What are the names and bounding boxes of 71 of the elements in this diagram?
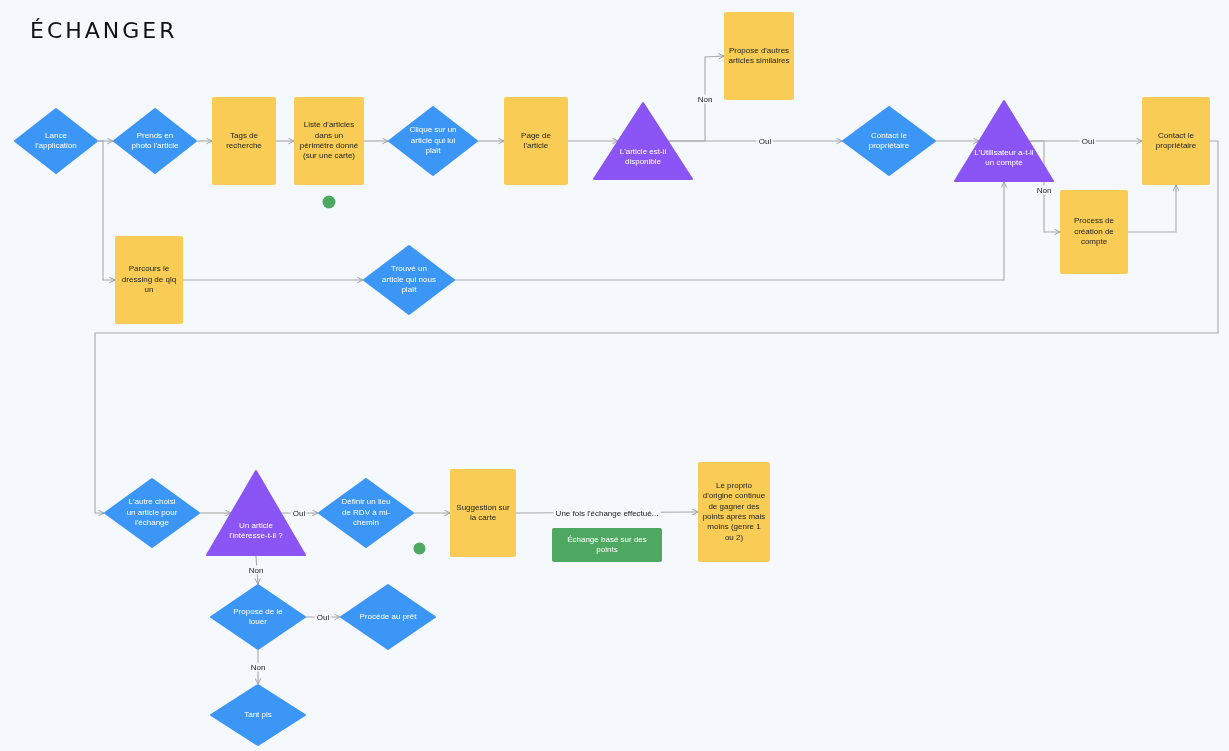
connector-arrow xyxy=(567,137,619,145)
decision-diamond xyxy=(104,478,200,548)
status-dot xyxy=(322,195,336,209)
connector-arrow xyxy=(454,181,1008,281)
decision-diamond xyxy=(388,106,478,176)
connector-arrow xyxy=(935,137,980,145)
node-label: Un article l'intéresse-t-il ? xyxy=(228,520,284,542)
connector-arrow xyxy=(94,140,1219,517)
decision-diamond xyxy=(14,108,98,174)
node-label: L'article est-il disponible xyxy=(618,147,668,168)
node-label: Échange basé sur des points xyxy=(566,534,648,556)
sticky-note xyxy=(1142,97,1210,185)
decision-diamond xyxy=(340,584,436,650)
node-label: Tags de recherche xyxy=(225,130,263,152)
node-label: Lance l'application xyxy=(34,130,78,152)
sticky-note xyxy=(212,97,276,185)
node-label: Contact le propriétaire xyxy=(1154,130,1198,152)
connector-arrow xyxy=(97,140,116,284)
connector-arrow xyxy=(199,509,232,517)
sticky-note xyxy=(724,12,794,100)
node-label: Parcours le dressing de qlq un xyxy=(120,264,178,296)
decision-triangle xyxy=(206,470,306,556)
page-title: ÉCHANGER xyxy=(30,18,178,43)
node-label: Prends en photo l'article xyxy=(130,130,180,152)
edge-label: Une fois l'échange effectué... xyxy=(553,508,661,518)
node-label: Propose de le louer xyxy=(232,606,284,628)
node-label: Clique sur un article qui lui plaît xyxy=(408,125,458,157)
edge-label: Non xyxy=(246,565,266,575)
node-label: Le proprio d'origine continue de gagner des points après mais moins (genre 1 ou 2) xyxy=(702,480,766,544)
edge-label: Oui xyxy=(290,508,308,518)
decision-diamond xyxy=(210,584,306,650)
connector-arrow xyxy=(182,276,364,284)
node-label: L'autre choisi un article pour l'échange xyxy=(125,497,179,529)
connector-arrow xyxy=(196,137,213,145)
node-label: Propose d'autres articles similaires xyxy=(728,45,790,67)
node-label: Procède au prêt xyxy=(359,611,417,623)
decision-triangle xyxy=(954,100,1054,182)
sticky-note xyxy=(504,97,568,185)
sticky-note xyxy=(1060,190,1128,274)
connector-arrow xyxy=(254,649,262,685)
edge-label: Non xyxy=(695,94,715,104)
node-label: Contact le propriétaire xyxy=(867,130,911,152)
sticky-note xyxy=(294,97,364,185)
node-label: Process de création de compte xyxy=(1073,216,1115,248)
status-dot xyxy=(413,542,426,555)
node-label: Page de l'article xyxy=(520,130,552,152)
connector-arrow xyxy=(477,137,505,145)
node-label: Définir un lieu de RDV à mi-chemin xyxy=(340,497,392,529)
decision-diamond xyxy=(842,106,936,176)
decision-diamond xyxy=(210,684,306,746)
connector-arrow xyxy=(413,509,451,517)
decision-diamond xyxy=(363,245,455,315)
edge-label: Oui xyxy=(756,136,774,146)
sticky-note xyxy=(115,236,183,324)
edge-label: Non xyxy=(248,662,268,672)
connector-arrow xyxy=(275,137,295,145)
edge-label: Non xyxy=(1034,185,1054,195)
connector-arrow xyxy=(1127,184,1180,233)
decision-triangle xyxy=(593,102,693,180)
node-label: Trouvé un article qui nous plaît xyxy=(381,264,437,296)
edge-label: Oui xyxy=(1079,136,1097,146)
edge-label: Oui xyxy=(314,612,332,622)
node-label: Suggestion sur la carte xyxy=(455,502,511,524)
decision-diamond xyxy=(113,108,197,174)
sticky-note xyxy=(450,469,516,557)
sticky-note xyxy=(698,462,770,562)
note-card xyxy=(552,528,662,562)
decision-diamond xyxy=(318,478,414,548)
node-label: Tant pis xyxy=(244,709,272,721)
node-label: Liste d'articles dans un périmètre donné (sur une carte) xyxy=(298,120,360,162)
node-label: L'Utilisateur a-t-il un compte xyxy=(973,147,1035,169)
